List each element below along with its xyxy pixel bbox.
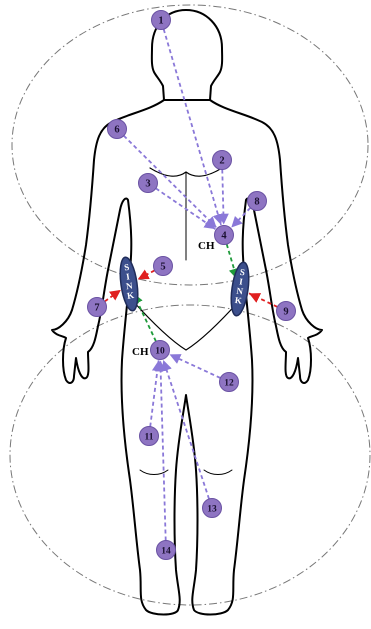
- sensor-node-2-label: 2: [219, 156, 224, 167]
- link-13-to-10: [163, 360, 209, 499]
- knee-right-line: [204, 470, 232, 475]
- sensor-node-7: 7: [88, 298, 107, 317]
- link-8-to-4: [231, 208, 250, 228]
- body-silhouette: [52, 100, 322, 615]
- sink-letter: K: [234, 295, 242, 306]
- sink-letter: K: [126, 290, 134, 301]
- sensor-node-2: 2: [213, 151, 232, 170]
- sensor-node-4-label: 4: [221, 231, 227, 242]
- sensor-node-11-label: 11: [145, 433, 154, 443]
- sensor-node-14-label: 14: [161, 547, 171, 557]
- sensor-node-12-label: 12: [224, 379, 234, 389]
- sensor-node-12: 12: [220, 373, 239, 392]
- link-14-to-10: [160, 360, 165, 540]
- sensor-node-3-label: 3: [145, 179, 150, 190]
- sensor-node-10: 10: [151, 341, 170, 360]
- cluster-boundaries: [10, 5, 370, 605]
- link-11-to-10: [150, 360, 158, 426]
- sensor-node-13: 13: [203, 499, 222, 518]
- cluster-head-label-4: CH: [198, 240, 215, 252]
- link-9-to-sink-left-hip: [249, 293, 277, 307]
- upper-cluster-boundary: [12, 5, 368, 285]
- sensor-node-5-label: 5: [160, 262, 165, 273]
- sensor-node-9-label: 9: [283, 307, 288, 318]
- sensor-node-4: 4: [215, 226, 234, 245]
- sensor-node-7-label: 7: [94, 303, 99, 314]
- sensor-node-11: 11: [140, 427, 159, 446]
- sensor-node-13-label: 13: [207, 505, 217, 515]
- link-1-to-4: [164, 29, 221, 225]
- sensor-node-6: 6: [108, 120, 127, 139]
- sensor-node-3: 3: [139, 174, 158, 193]
- sensor-node-5: 5: [154, 257, 173, 276]
- sensor-node-14: 14: [157, 541, 176, 560]
- sensor-node-10-label: 10: [155, 347, 165, 357]
- cluster-head-label-10: CH: [132, 346, 149, 358]
- link-12-to-10: [170, 354, 221, 378]
- sensor-node-8-label: 8: [254, 197, 259, 208]
- sensor-node-6-label: 6: [114, 125, 119, 136]
- link-5-to-sink-right-hip: [138, 270, 155, 279]
- link-7-to-sink-right-hip: [105, 290, 121, 302]
- sensor-node-8: 8: [248, 192, 267, 211]
- sensor-node-9: 9: [277, 302, 296, 321]
- link-6-to-4: [124, 136, 217, 228]
- sink-right-hip: SINK: [117, 256, 140, 312]
- sensor-node-1-label: 1: [158, 16, 163, 27]
- sensor-node-1: 1: [152, 11, 171, 30]
- link-2-to-4: [222, 169, 223, 224]
